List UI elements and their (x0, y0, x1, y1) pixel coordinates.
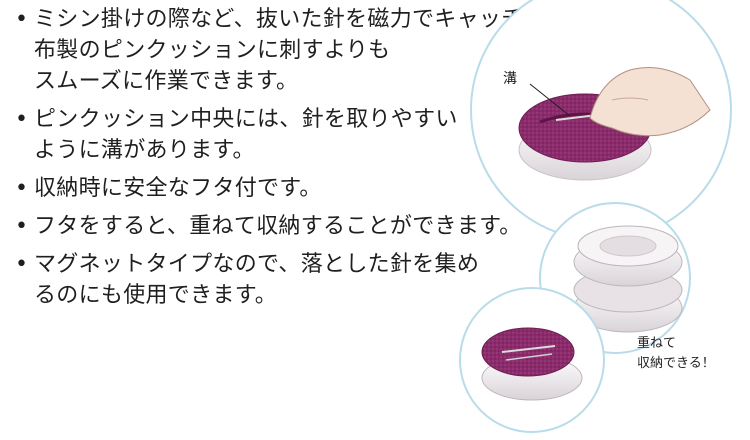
stack-label-line: 重ねて (637, 336, 677, 351)
bullet-dot: • (15, 214, 29, 239)
groove-label: 溝 (503, 71, 517, 87)
feature-text: ピンクッション中央には、針を取りやすい (34, 107, 458, 132)
needle (505, 353, 553, 361)
hand (589, 67, 711, 137)
feature-item: • 収納時に安全なフタ付です。 (14, 173, 534, 204)
groove-leader-line (529, 83, 571, 117)
feature-text: マグネットタイプなので、落とした針を集め (34, 252, 480, 277)
bullet-dot: • (15, 7, 29, 32)
feature-list: • ミシン掛けの際など、抜いた針を磁力でキャッチするので、 布製のピンクッション… (14, 4, 634, 318)
feature-item: • ピンクッション中央には、針を取りやすい ように溝があります。 (14, 104, 534, 166)
feature-text: 布製のピンクッションに刺すよりも (34, 38, 391, 63)
feature-text: 収納時に安全なフタ付です。 (34, 176, 322, 201)
bullet-dot: • (15, 252, 29, 277)
feature-text: フタをすると、重ねて収納することができます。 (34, 214, 522, 239)
stack-label: 重ねて 収納できる！ (637, 334, 715, 374)
bullet-dot: • (15, 107, 29, 132)
feature-text: スムーズに作業できます。 (34, 69, 299, 94)
lid-center (599, 235, 657, 257)
lidless-illustration (459, 287, 605, 433)
stack-label-line: 収納できる！ (637, 356, 715, 371)
needle (501, 345, 556, 353)
feature-item: • フタをすると、重ねて収納することができます。 (14, 211, 534, 242)
feature-item: • マグネットタイプなので、落とした針を集め るのにも使用できます。 (14, 249, 534, 311)
feature-text: ように溝があります。 (34, 138, 255, 163)
feature-text: るのにも使用できます。 (34, 283, 278, 308)
bullet-dot: • (15, 176, 29, 201)
lidless-top (481, 327, 575, 377)
finger-crease (611, 97, 649, 101)
